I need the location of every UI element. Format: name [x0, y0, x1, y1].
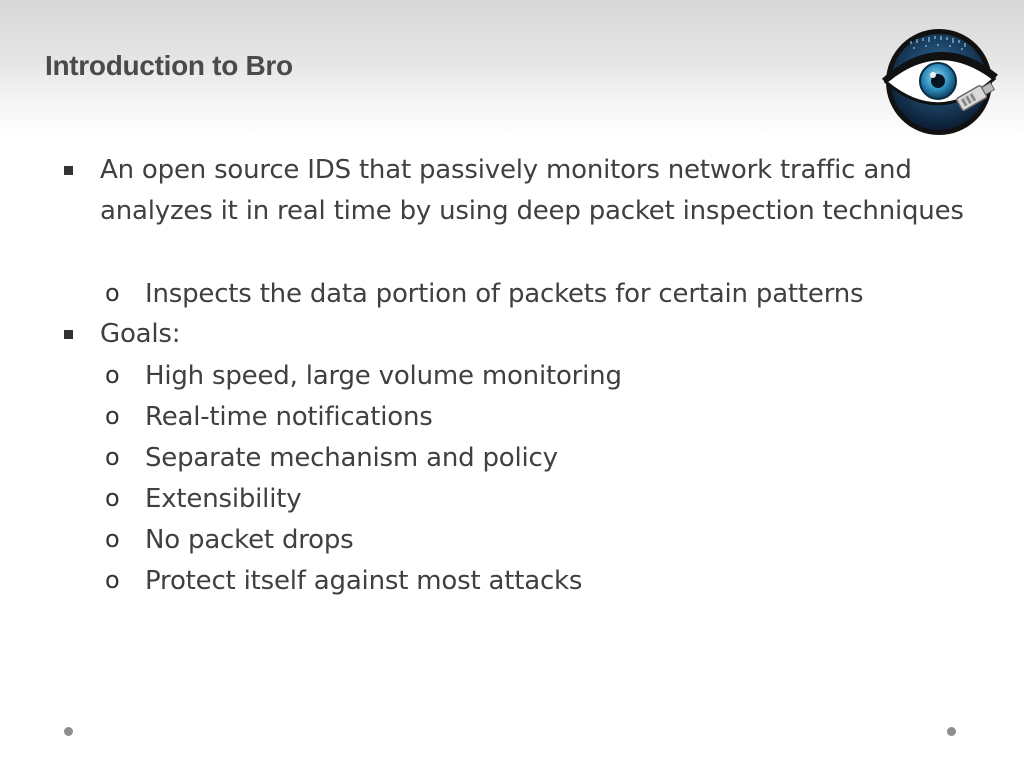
- slide-title: Introduction to Bro: [45, 50, 293, 81]
- sub-bullet-text: Extensibility: [145, 484, 302, 514]
- footer-dot-right: [947, 727, 956, 736]
- square-bullet-icon: [64, 166, 73, 175]
- bro-eye-logo-icon: [882, 29, 998, 135]
- circle-bullet-icon: o: [105, 566, 120, 594]
- bullet-text: Goals:: [100, 319, 181, 349]
- circle-bullet-icon: o: [105, 443, 120, 471]
- square-bullet-icon: [64, 330, 73, 339]
- sub-bullet-text: Real-time notifications: [145, 402, 433, 432]
- circle-bullet-icon: o: [105, 279, 120, 307]
- circle-bullet-icon: o: [105, 361, 120, 389]
- circle-bullet-icon: o: [105, 525, 120, 553]
- footer-dot-left: [64, 727, 73, 736]
- title-band: [0, 0, 1024, 140]
- bullet-text: An open source IDS that passively monito…: [100, 155, 964, 226]
- sub-bullet-text: Inspects the data portion of packets for…: [145, 279, 864, 309]
- sub-bullet-text: No packet drops: [145, 525, 354, 555]
- sub-bullet-text: High speed, large volume monitoring: [145, 361, 622, 391]
- circle-bullet-icon: o: [105, 402, 120, 430]
- circle-bullet-icon: o: [105, 484, 120, 512]
- sub-bullet-text: Separate mechanism and policy: [145, 443, 558, 473]
- sub-bullet-text: Protect itself against most attacks: [145, 566, 583, 596]
